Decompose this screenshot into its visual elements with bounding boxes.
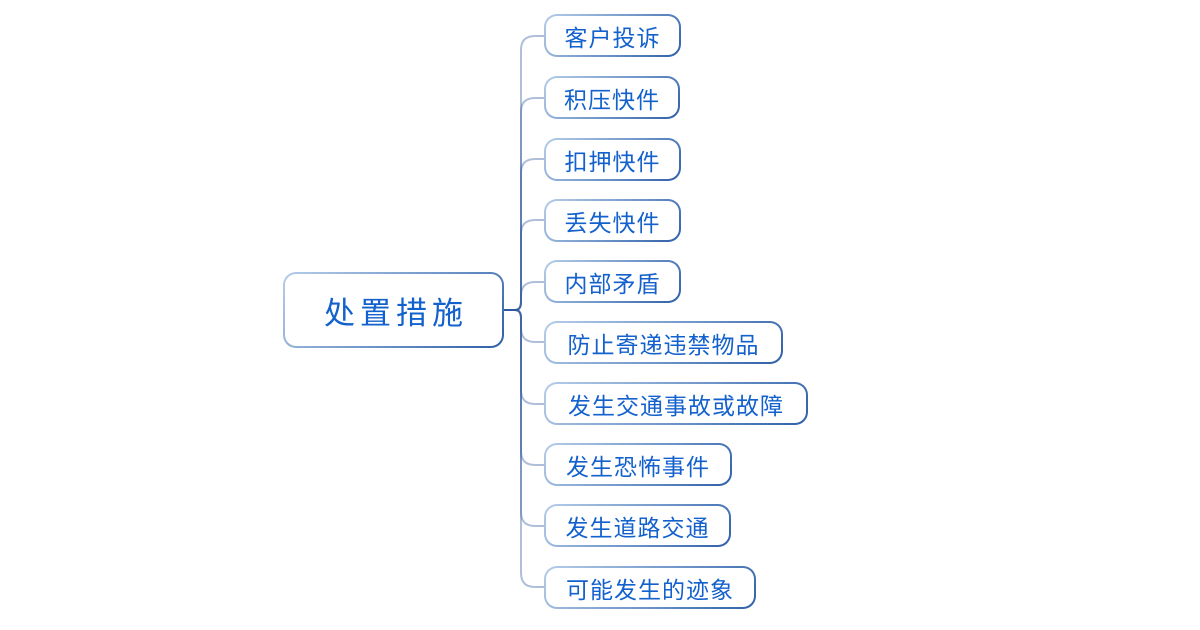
branch-node-label: 客户投诉 — [564, 25, 661, 51]
branch-node-label: 内部矛盾 — [564, 271, 661, 297]
branch-node-label: 丢失快件 — [564, 210, 661, 236]
branch-node-label: 发生交通事故或故障 — [568, 393, 784, 419]
branch-connector — [503, 281, 545, 311]
branch-connector — [503, 35, 545, 311]
branch-node-label: 发生道路交通 — [565, 515, 710, 541]
branch-connector — [503, 309, 545, 588]
branch-connector — [503, 309, 545, 527]
branch-connector — [503, 97, 545, 311]
branch-node-possible-signs[interactable]: 可能发生的迹象 — [544, 566, 756, 609]
branch-node-detained-parcels[interactable]: 扣押快件 — [544, 138, 681, 181]
branch-node-label: 积压快件 — [564, 87, 660, 113]
branch-node-label: 扣押快件 — [564, 149, 661, 175]
branch-connector — [503, 158, 545, 311]
branch-node-label: 发生恐怖事件 — [566, 454, 710, 480]
root-node-label: 处置措施 — [324, 295, 468, 331]
branch-node-traffic-accident-or-breakdown[interactable]: 发生交通事故或故障 — [544, 382, 808, 425]
branch-node-internal-conflicts[interactable]: 内部矛盾 — [544, 260, 681, 303]
branch-node-prohibited-items[interactable]: 防止寄递违禁物品 — [544, 321, 783, 364]
branch-node-road-traffic[interactable]: 发生道路交通 — [544, 504, 731, 547]
root-node-body: 处置措施 — [285, 274, 502, 346]
branch-connector — [503, 309, 545, 405]
branch-node-backlogged-parcels[interactable]: 积压快件 — [544, 76, 680, 119]
branch-connector — [503, 219, 545, 311]
branch-node-label: 防止寄递违禁物品 — [567, 332, 760, 358]
branch-connector — [503, 309, 545, 343]
branch-node-customer-complaints[interactable]: 客户投诉 — [544, 14, 681, 57]
root-node[interactable]: 处置措施 — [283, 272, 504, 348]
branch-node-lost-parcels[interactable]: 丢失快件 — [544, 199, 681, 242]
branch-node-terrorist-incident[interactable]: 发生恐怖事件 — [544, 443, 732, 486]
branch-node-label: 可能发生的迹象 — [566, 577, 734, 603]
branch-connector — [503, 309, 545, 466]
